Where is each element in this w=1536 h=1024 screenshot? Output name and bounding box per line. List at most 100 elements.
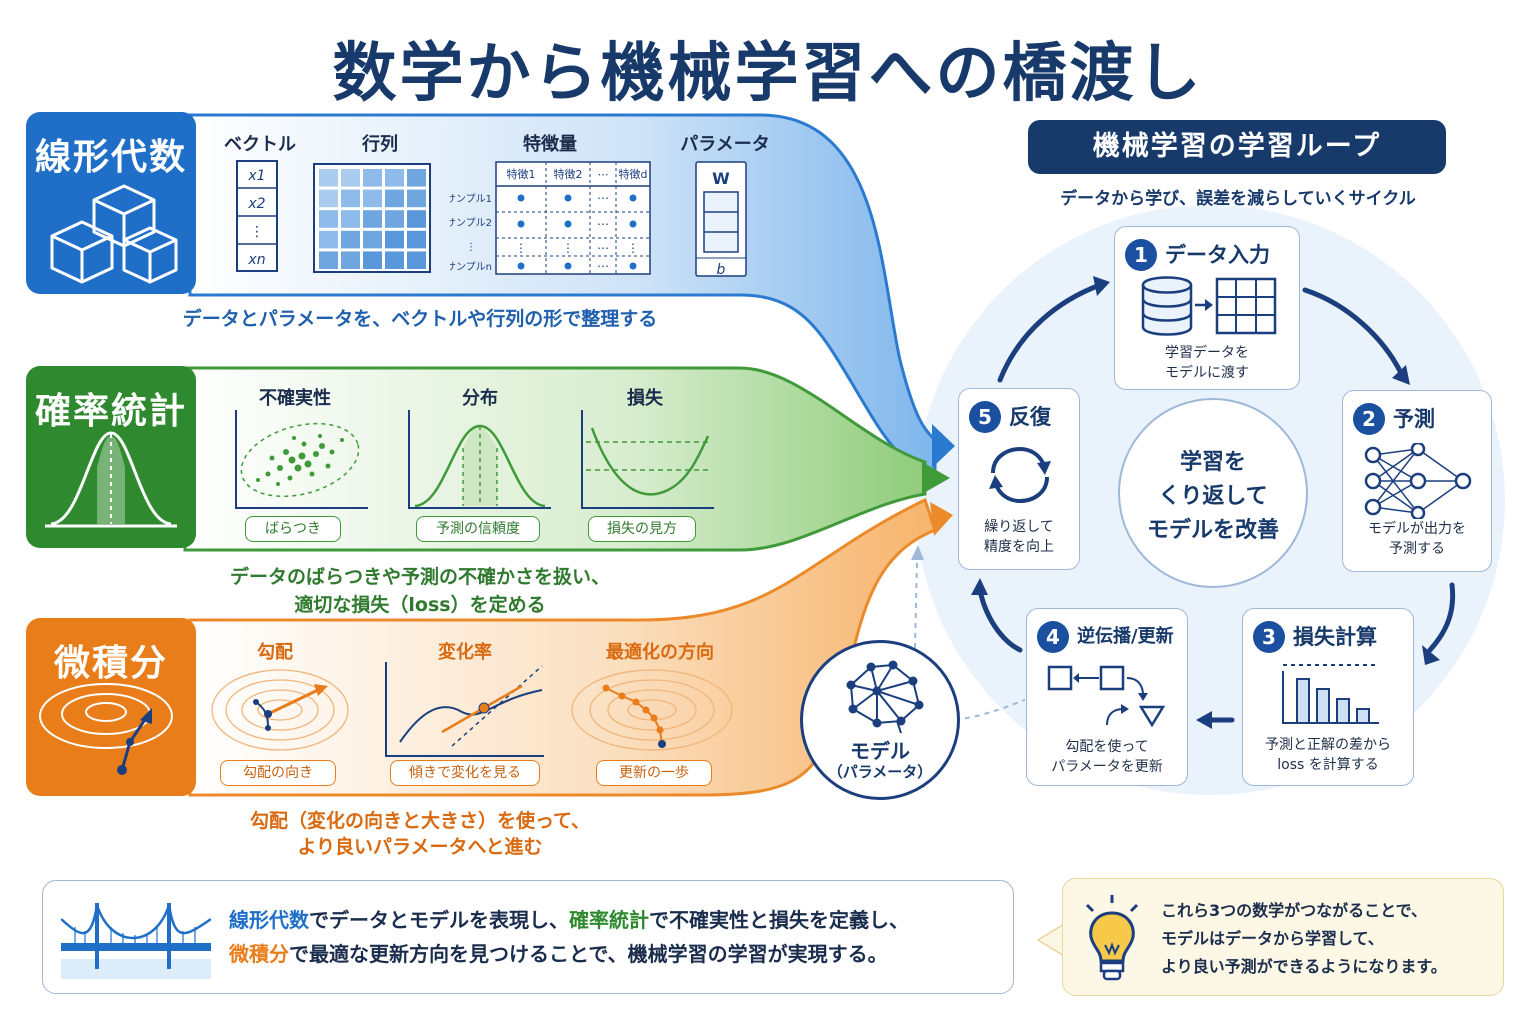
matrix-cell	[363, 189, 382, 208]
step-4-number: 4	[1037, 621, 1069, 653]
loop-arrow-1-to-2	[1302, 287, 1405, 378]
probability-caption-2: 適切な損失（loss）を定める	[294, 594, 546, 616]
note-line-1: これら3つの数学がつながることで、	[1161, 901, 1428, 920]
svg-text:⋯: ⋯	[597, 241, 609, 255]
step-2-title: 予測	[1393, 407, 1435, 431]
model-dashed-link	[914, 559, 918, 649]
model-circle: モデル （パラメータ）	[800, 640, 960, 800]
matrix-cell	[319, 189, 338, 208]
parameter-graphic: W b	[695, 161, 747, 278]
svg-text:⋯: ⋯	[597, 259, 609, 273]
step-2-number: 2	[1353, 403, 1385, 435]
refresh-cycle-icon	[989, 446, 1051, 504]
pill-update-step: 更新の一歩	[596, 760, 712, 786]
matrix-grid-graphic	[313, 163, 431, 273]
page-title: 数学から機械学習への橋渡し	[332, 37, 1204, 111]
feature-table-graphic: 特徴1 特徴2 ⋯ 特徴d サンプル1 サンプル2 ⋮ サンプルn ⋯⋯⋯⋯ ⋮…	[450, 161, 651, 275]
database-table-icon	[1141, 276, 1277, 336]
arrowhead-2	[1392, 365, 1410, 385]
item-uncertainty: 不確実性	[259, 388, 331, 409]
bar-loss-icon	[1282, 664, 1379, 724]
item-optimization-direction: 最適化の方向	[606, 642, 714, 663]
pill-confidence: 予測の信頼度	[416, 516, 540, 542]
svg-text:⋮: ⋮	[562, 241, 574, 255]
probability-box: 確率統計	[26, 366, 196, 548]
step-repeat-card: 5 反復 繰り返して 精度を向上	[958, 388, 1080, 570]
arrowhead-3	[1422, 645, 1440, 665]
green-arrow-head	[922, 462, 950, 494]
param-b: b	[717, 262, 726, 278]
matrix-cell	[385, 169, 404, 187]
linear-algebra-label: 線形代数	[34, 137, 187, 178]
item-matrix: 行列	[362, 134, 398, 155]
loop-subtitle: データから学び、誤差を減らしていくサイクル	[1060, 189, 1416, 209]
matrix-cell	[341, 210, 360, 228]
vector-entry-2: x2	[247, 196, 265, 212]
probability-caption-1: データのばらつきや予測の不確かさを扱い、	[229, 566, 610, 588]
calculus-caption-2: より良いパラメータへと進む	[297, 836, 543, 858]
matrix-cell	[385, 251, 404, 269]
loop-arrow-5-to-1	[997, 282, 1103, 383]
bridge-icon	[61, 903, 211, 979]
arrowhead-1	[1093, 276, 1110, 296]
vector-entry-n: xn	[247, 252, 265, 268]
matrix-cell	[363, 210, 382, 228]
loop-center-circle: 学習を くり返して モデルを改善	[1118, 398, 1308, 588]
matrix-cell	[319, 210, 338, 228]
pill-variation: ばらつき	[245, 516, 341, 542]
vector-entry-1: x1	[247, 168, 265, 184]
matrix-cell	[341, 251, 360, 269]
item-distribution: 分布	[462, 388, 498, 409]
update-flow-icon	[1047, 665, 1166, 728]
note-line-2: モデルはデータから学習して、	[1161, 929, 1384, 948]
matrix-cell	[407, 251, 426, 269]
matrix-cell	[341, 189, 360, 208]
vector-graphic: x1 x2 ⋮ xn	[236, 160, 278, 272]
step-data-input-card: 1 データ入力 学習データを モデルに渡す	[1114, 226, 1300, 390]
feature-col-2: 特徴2	[554, 167, 583, 181]
bell-curve-icon	[45, 431, 177, 528]
step-loss-calc-card: 3 損失計算 予測と正解の差から loss を計算する	[1242, 608, 1414, 786]
step-2-desc-2: 予測する	[1389, 541, 1445, 557]
note-line-3: より良い予測ができるようになります。	[1161, 957, 1447, 976]
neural-brain-icon	[846, 660, 924, 734]
param-w: W	[712, 169, 730, 188]
summary-linear-algebra: 線形代数	[229, 908, 309, 932]
svg-text:⋯: ⋯	[597, 217, 609, 231]
step-1-desc-1: 学習データを	[1165, 345, 1249, 361]
summary-box: 線形代数でデータとモデルを表現し、確率統計で不確実性と損失を定義し、 微積分で最…	[42, 880, 1014, 994]
linear-algebra-box: 線形代数	[26, 112, 196, 294]
step-4-desc-2: パラメータを更新	[1051, 759, 1163, 775]
matrix-cell	[363, 251, 382, 269]
step-4-desc-1: 勾配を使って	[1065, 739, 1149, 755]
slope-graphic	[385, 662, 544, 757]
note-box: これら3つの数学がつながることで、 モデルはデータから学習して、 より良い予測が…	[1062, 878, 1504, 996]
sample-row-2: サンプル2	[450, 217, 492, 229]
calculus-box: 微積分	[26, 618, 196, 796]
step-5-desc-1: 繰り返して	[984, 519, 1054, 535]
probability-label: 確率統計	[34, 391, 187, 432]
step-3-title: 損失計算	[1293, 625, 1377, 649]
model-sublabel: （パラメータ）	[827, 763, 933, 781]
feature-col-3: ⋯	[598, 168, 609, 181]
step-5-number: 5	[969, 401, 1001, 433]
summary-probability: 確率統計	[569, 908, 649, 932]
svg-text:⋮: ⋮	[627, 241, 639, 255]
gradient-graphic	[211, 669, 349, 751]
svg-text:⋮: ⋮	[515, 241, 527, 255]
matrix-cell	[319, 169, 338, 187]
item-vector: ベクトル	[224, 134, 296, 155]
item-feature: 特徴量	[523, 134, 577, 155]
model-to-step4-link	[954, 699, 1026, 721]
center-line-3: モデルを改善	[1146, 518, 1279, 543]
matrix-cell	[407, 189, 426, 208]
model-link-arrow	[911, 545, 924, 560]
contour-icon	[39, 683, 173, 775]
step-3-desc-2: loss を計算する	[1277, 757, 1379, 773]
step-backprop-card: 4 逆伝播/更新 勾配を使って パラメータを更新	[1026, 608, 1188, 786]
center-line-1: 学習を	[1179, 450, 1246, 475]
step-2-desc-1: モデルが出力を	[1368, 521, 1466, 537]
matrix-cell	[319, 230, 338, 249]
sample-row-3: ⋮	[466, 242, 476, 253]
feature-col-1: 特徴1	[507, 167, 536, 181]
